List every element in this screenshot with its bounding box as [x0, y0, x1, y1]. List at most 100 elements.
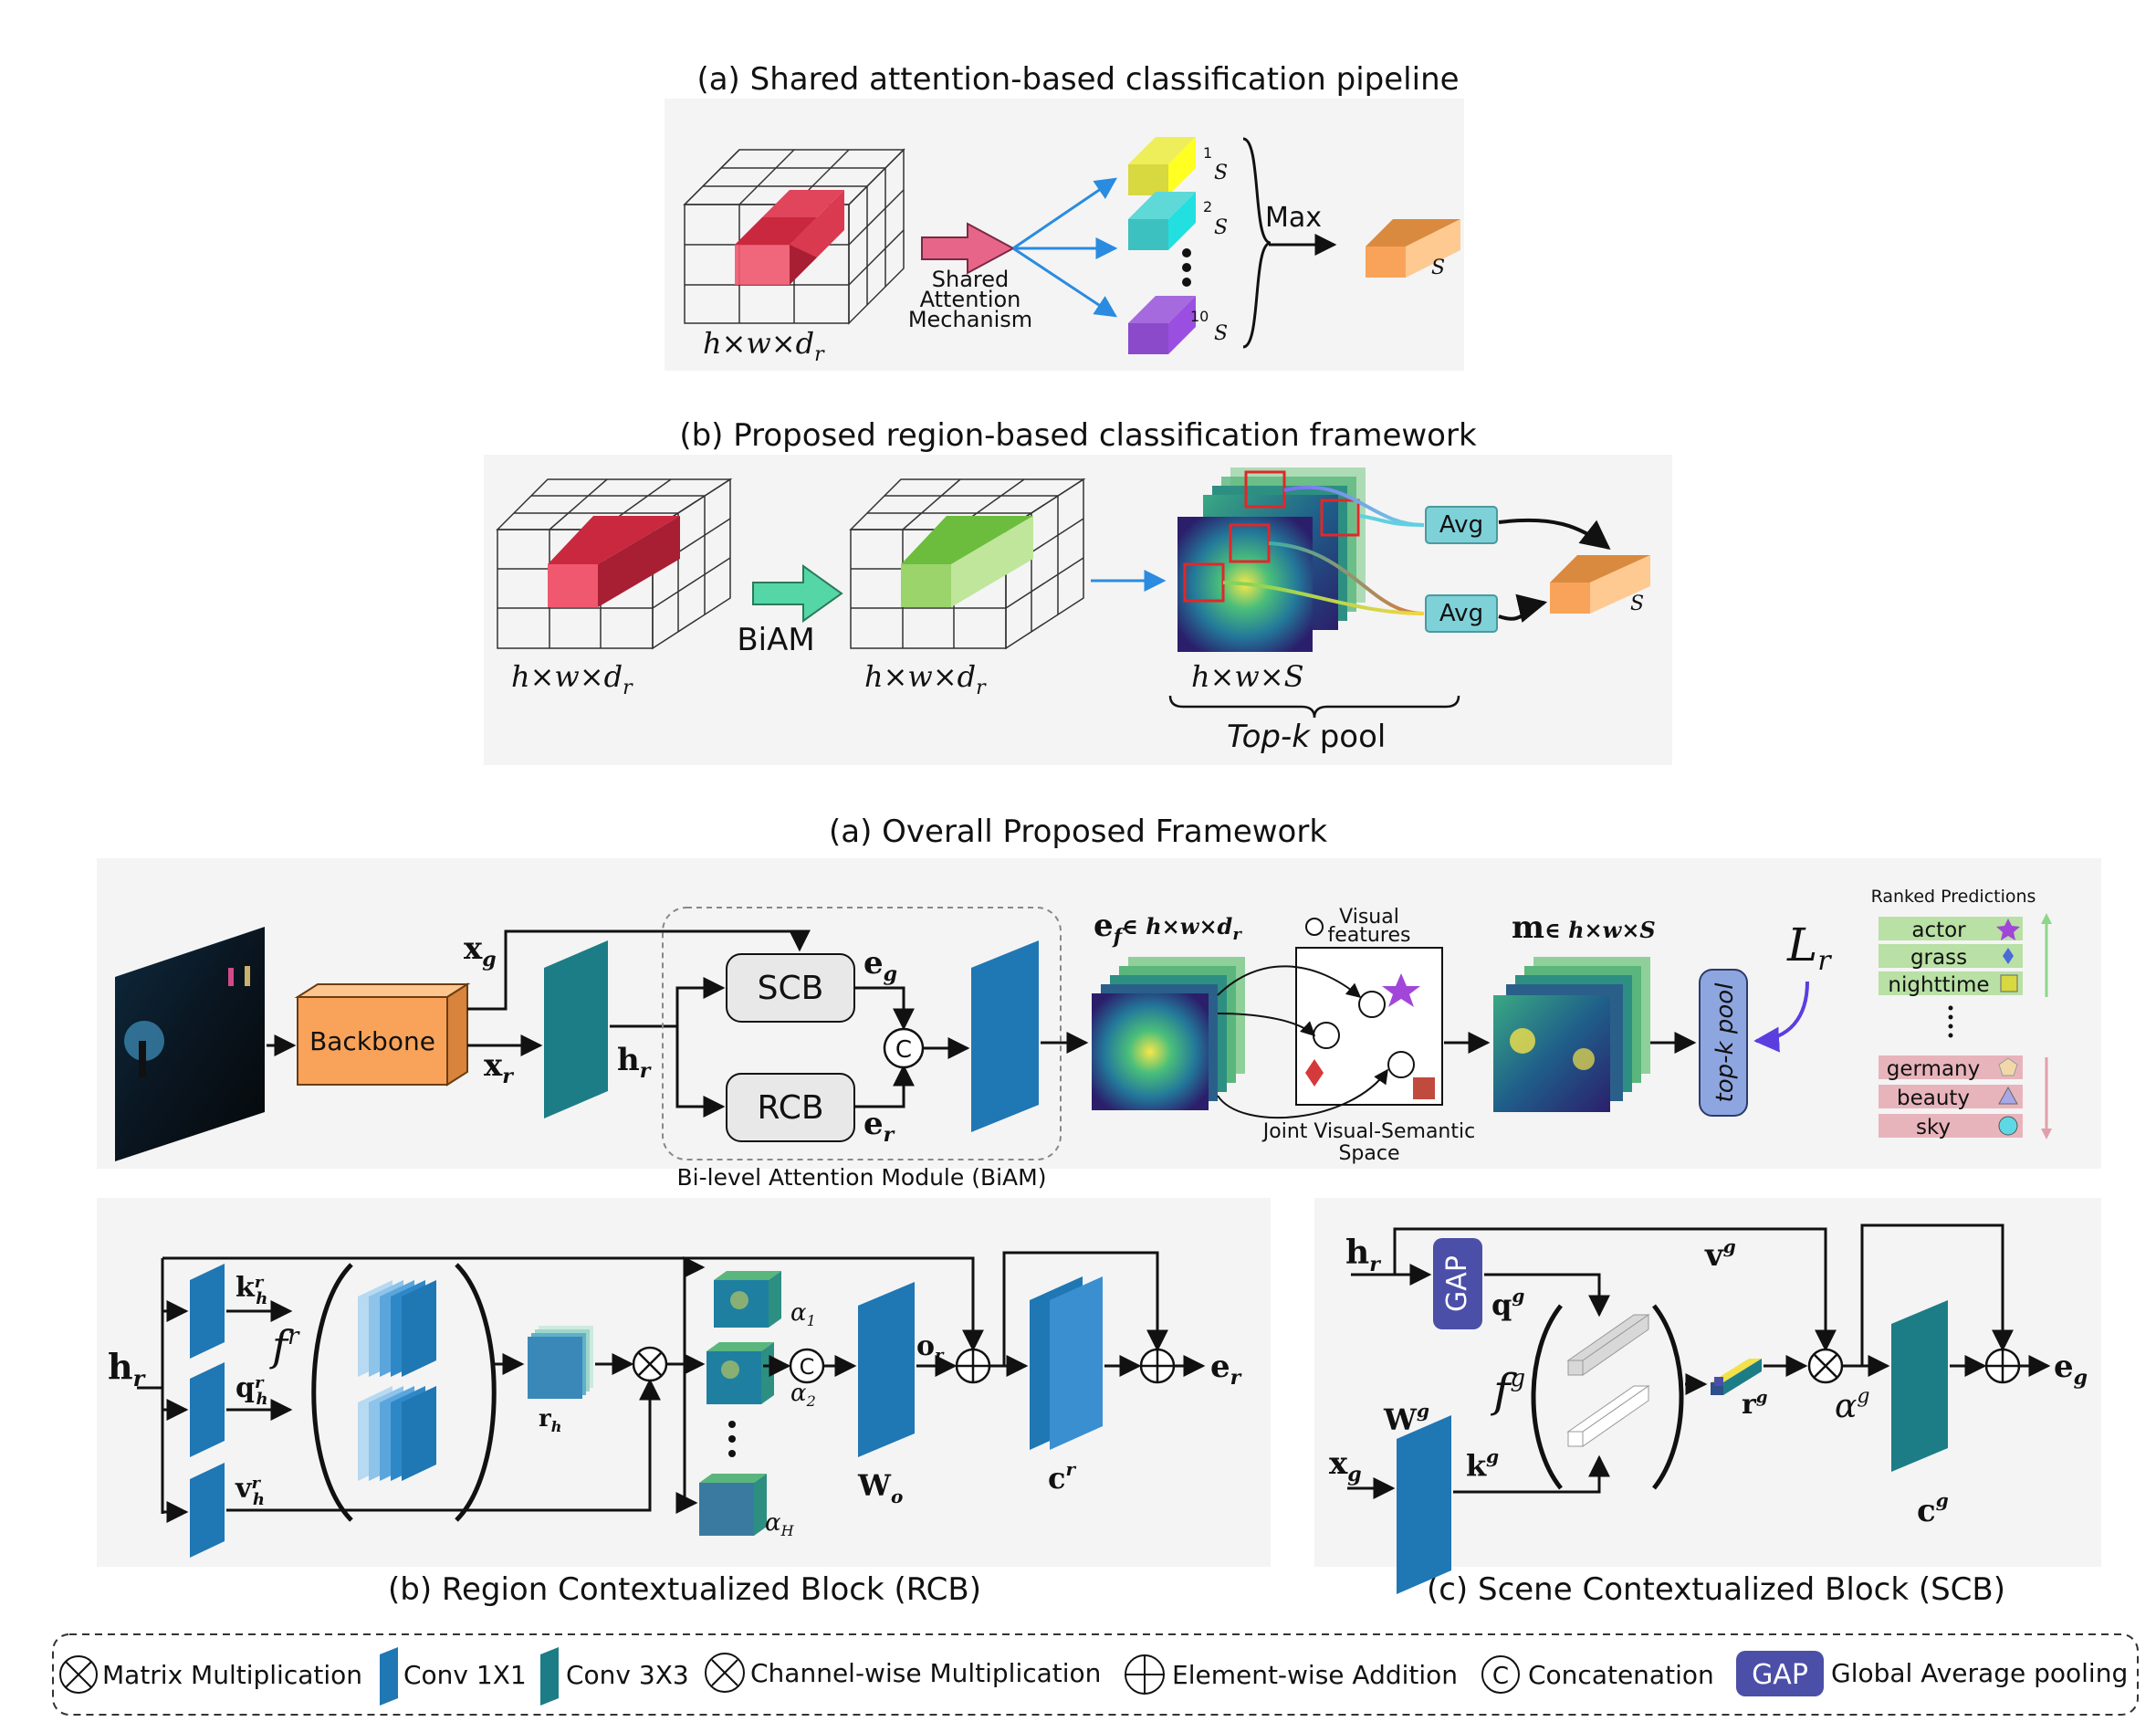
rcb-o-label: or — [916, 1330, 945, 1365]
dim-label-b1: h×w×dr — [511, 659, 633, 699]
svg-text:Concatenation: Concatenation — [1528, 1660, 1714, 1690]
ef-label: ef∈ h×w×dr — [1094, 908, 1242, 949]
legend-concat: C Concatenation — [1481, 1655, 1714, 1694]
xg-label: xg — [464, 930, 497, 971]
svg-text:S: S — [1214, 162, 1228, 184]
svg-text:C: C — [895, 1036, 912, 1064]
scb-conv-c — [1891, 1300, 1948, 1472]
rcb-conv-v — [190, 1463, 225, 1558]
scb-q-vector — [1566, 1314, 1650, 1376]
scb-paren-left — [1531, 1304, 1563, 1490]
panel-overall-framework: (a) Overall Proposed Framework Backbone … — [97, 814, 2101, 1191]
max-label: Max — [1265, 202, 1322, 234]
xr-label: xr — [484, 1047, 514, 1088]
dim-label-a: h×w×dr — [703, 326, 825, 366]
svg-text:beauty: beauty — [1897, 1087, 1970, 1110]
svg-text:top-k pool: top-k pool — [1711, 982, 1739, 1103]
scb-k-label: kg — [1466, 1445, 1499, 1483]
rcb-residual-1 — [162, 1256, 984, 1352]
m-score-maps — [1493, 957, 1650, 1112]
svg-text:S: S — [1431, 257, 1445, 279]
ef-feature-maps — [1092, 957, 1245, 1110]
svg-text:SCB: SCB — [758, 970, 824, 1007]
biam-arrow-label: BiAM — [737, 622, 814, 658]
scb-block: SCB — [726, 953, 855, 1023]
biam-caption: Bi-level Attention Module (BiAM) — [677, 1164, 1047, 1191]
rcb-block: RCB — [726, 1073, 855, 1142]
svg-text:1: 1 — [1203, 144, 1212, 162]
avg-box-top: Avg — [1425, 506, 1498, 544]
score-bar-10: 10 S — [1128, 296, 1228, 354]
scb-k-vector — [1566, 1385, 1650, 1447]
rcb-matrix-mult — [632, 1346, 668, 1382]
xg-path — [467, 929, 811, 1011]
svg-text:Conv 1X1: Conv 1X1 — [403, 1660, 527, 1690]
final-score-bar-a: S — [1366, 219, 1460, 279]
topk-pool-label: Top-k pool — [1227, 719, 1386, 755]
score-bar-1: 1 S — [1128, 137, 1228, 195]
scb-eg-label: eg — [2054, 1349, 2088, 1390]
shared-attention-arrow — [921, 222, 1016, 275]
rcb-rh-tensor — [528, 1326, 593, 1399]
svg-text:Channel-wise Multiplication: Channel-wise Multiplication — [750, 1658, 1101, 1688]
scb-add — [1984, 1348, 2021, 1384]
rcb-alpha1-label: α1 — [790, 1299, 816, 1329]
rcb-conv-q — [190, 1362, 225, 1457]
rcb-paren-right — [455, 1263, 497, 1522]
branch-arrows — [1012, 177, 1118, 318]
input-image — [115, 927, 265, 1161]
to-rcb-arrow — [675, 1026, 726, 1118]
highlighted-region-a — [735, 190, 844, 285]
rcb-add-1 — [955, 1348, 991, 1384]
rcb-alpha-2 — [706, 1342, 774, 1404]
rcb-wo-label: Wo — [857, 1468, 903, 1507]
rank-tag-5 — [1879, 1085, 2023, 1108]
feature-tensor-b1: h×w×dr — [496, 478, 733, 699]
rcb-alpha-dots — [728, 1421, 736, 1457]
final-score-bar-b: S — [1550, 555, 1650, 615]
concat-symbol: C — [883, 1027, 925, 1069]
rcb-concat: C — [789, 1348, 825, 1384]
biam-module-box — [662, 907, 1062, 1160]
scb-paren-right — [1652, 1304, 1684, 1490]
conv3x3-block — [544, 940, 608, 1118]
rcb-add-2 — [1139, 1348, 1176, 1384]
arrow-label-line3: Mechanism — [908, 307, 1032, 332]
rcb-alphaH-label: αH — [765, 1509, 795, 1539]
legend-box — [52, 1633, 2139, 1716]
max-brace — [1242, 137, 1272, 349]
rcb-conv-c2 — [1050, 1276, 1103, 1450]
panel-shared-attention: (a) Shared attention-based classificatio… — [665, 61, 1464, 371]
scb-f-label: fg — [1490, 1364, 1525, 1417]
panel-scb: (c) Scene Contextualized Block (SCB) hr … — [1314, 1198, 2101, 1608]
topk-pool-block: top-k pool — [1699, 969, 1748, 1117]
feature-projection-3 — [1217, 1068, 1388, 1119]
ranked-predictions: Ranked Predictions actor grass nighttime… — [1871, 887, 2052, 1139]
backbone-label: Backbone — [309, 1026, 435, 1056]
feature-projection-2 — [1217, 1013, 1316, 1037]
svg-text:features: features — [1328, 924, 1411, 947]
legend-elem-add: Element-wise Addition — [1125, 1654, 1458, 1695]
svg-text:GAP: GAP — [1752, 1659, 1808, 1691]
score-bar-2: 2 S — [1128, 192, 1228, 250]
scb-conv-w — [1397, 1415, 1451, 1594]
scb-channel-mult — [1807, 1348, 1844, 1384]
svg-text:S: S — [1630, 593, 1644, 615]
rcb-alpha-1 — [714, 1271, 781, 1328]
er-label: er — [863, 1106, 895, 1147]
scb-residual — [1860, 1223, 2014, 1366]
rcb-stacked-convs-bottom — [358, 1386, 436, 1481]
biam-arrow — [752, 564, 843, 623]
scb-v-label: vg — [1704, 1235, 1736, 1274]
avg-arrow-top — [1498, 518, 1611, 550]
svg-text:Conv 3X3: Conv 3X3 — [566, 1660, 689, 1690]
svg-text:Element-wise Addition: Element-wise Addition — [1172, 1660, 1458, 1690]
scb-hr-label: hr — [1345, 1234, 1381, 1276]
m-label: m∈ h×w×S — [1512, 909, 1656, 946]
svg-text:sky: sky — [1916, 1116, 1951, 1139]
rcb-alpha2-label: α2 — [790, 1380, 816, 1410]
caption-rcb: (b) Region Contextualized Block (RCB) — [388, 1571, 981, 1608]
